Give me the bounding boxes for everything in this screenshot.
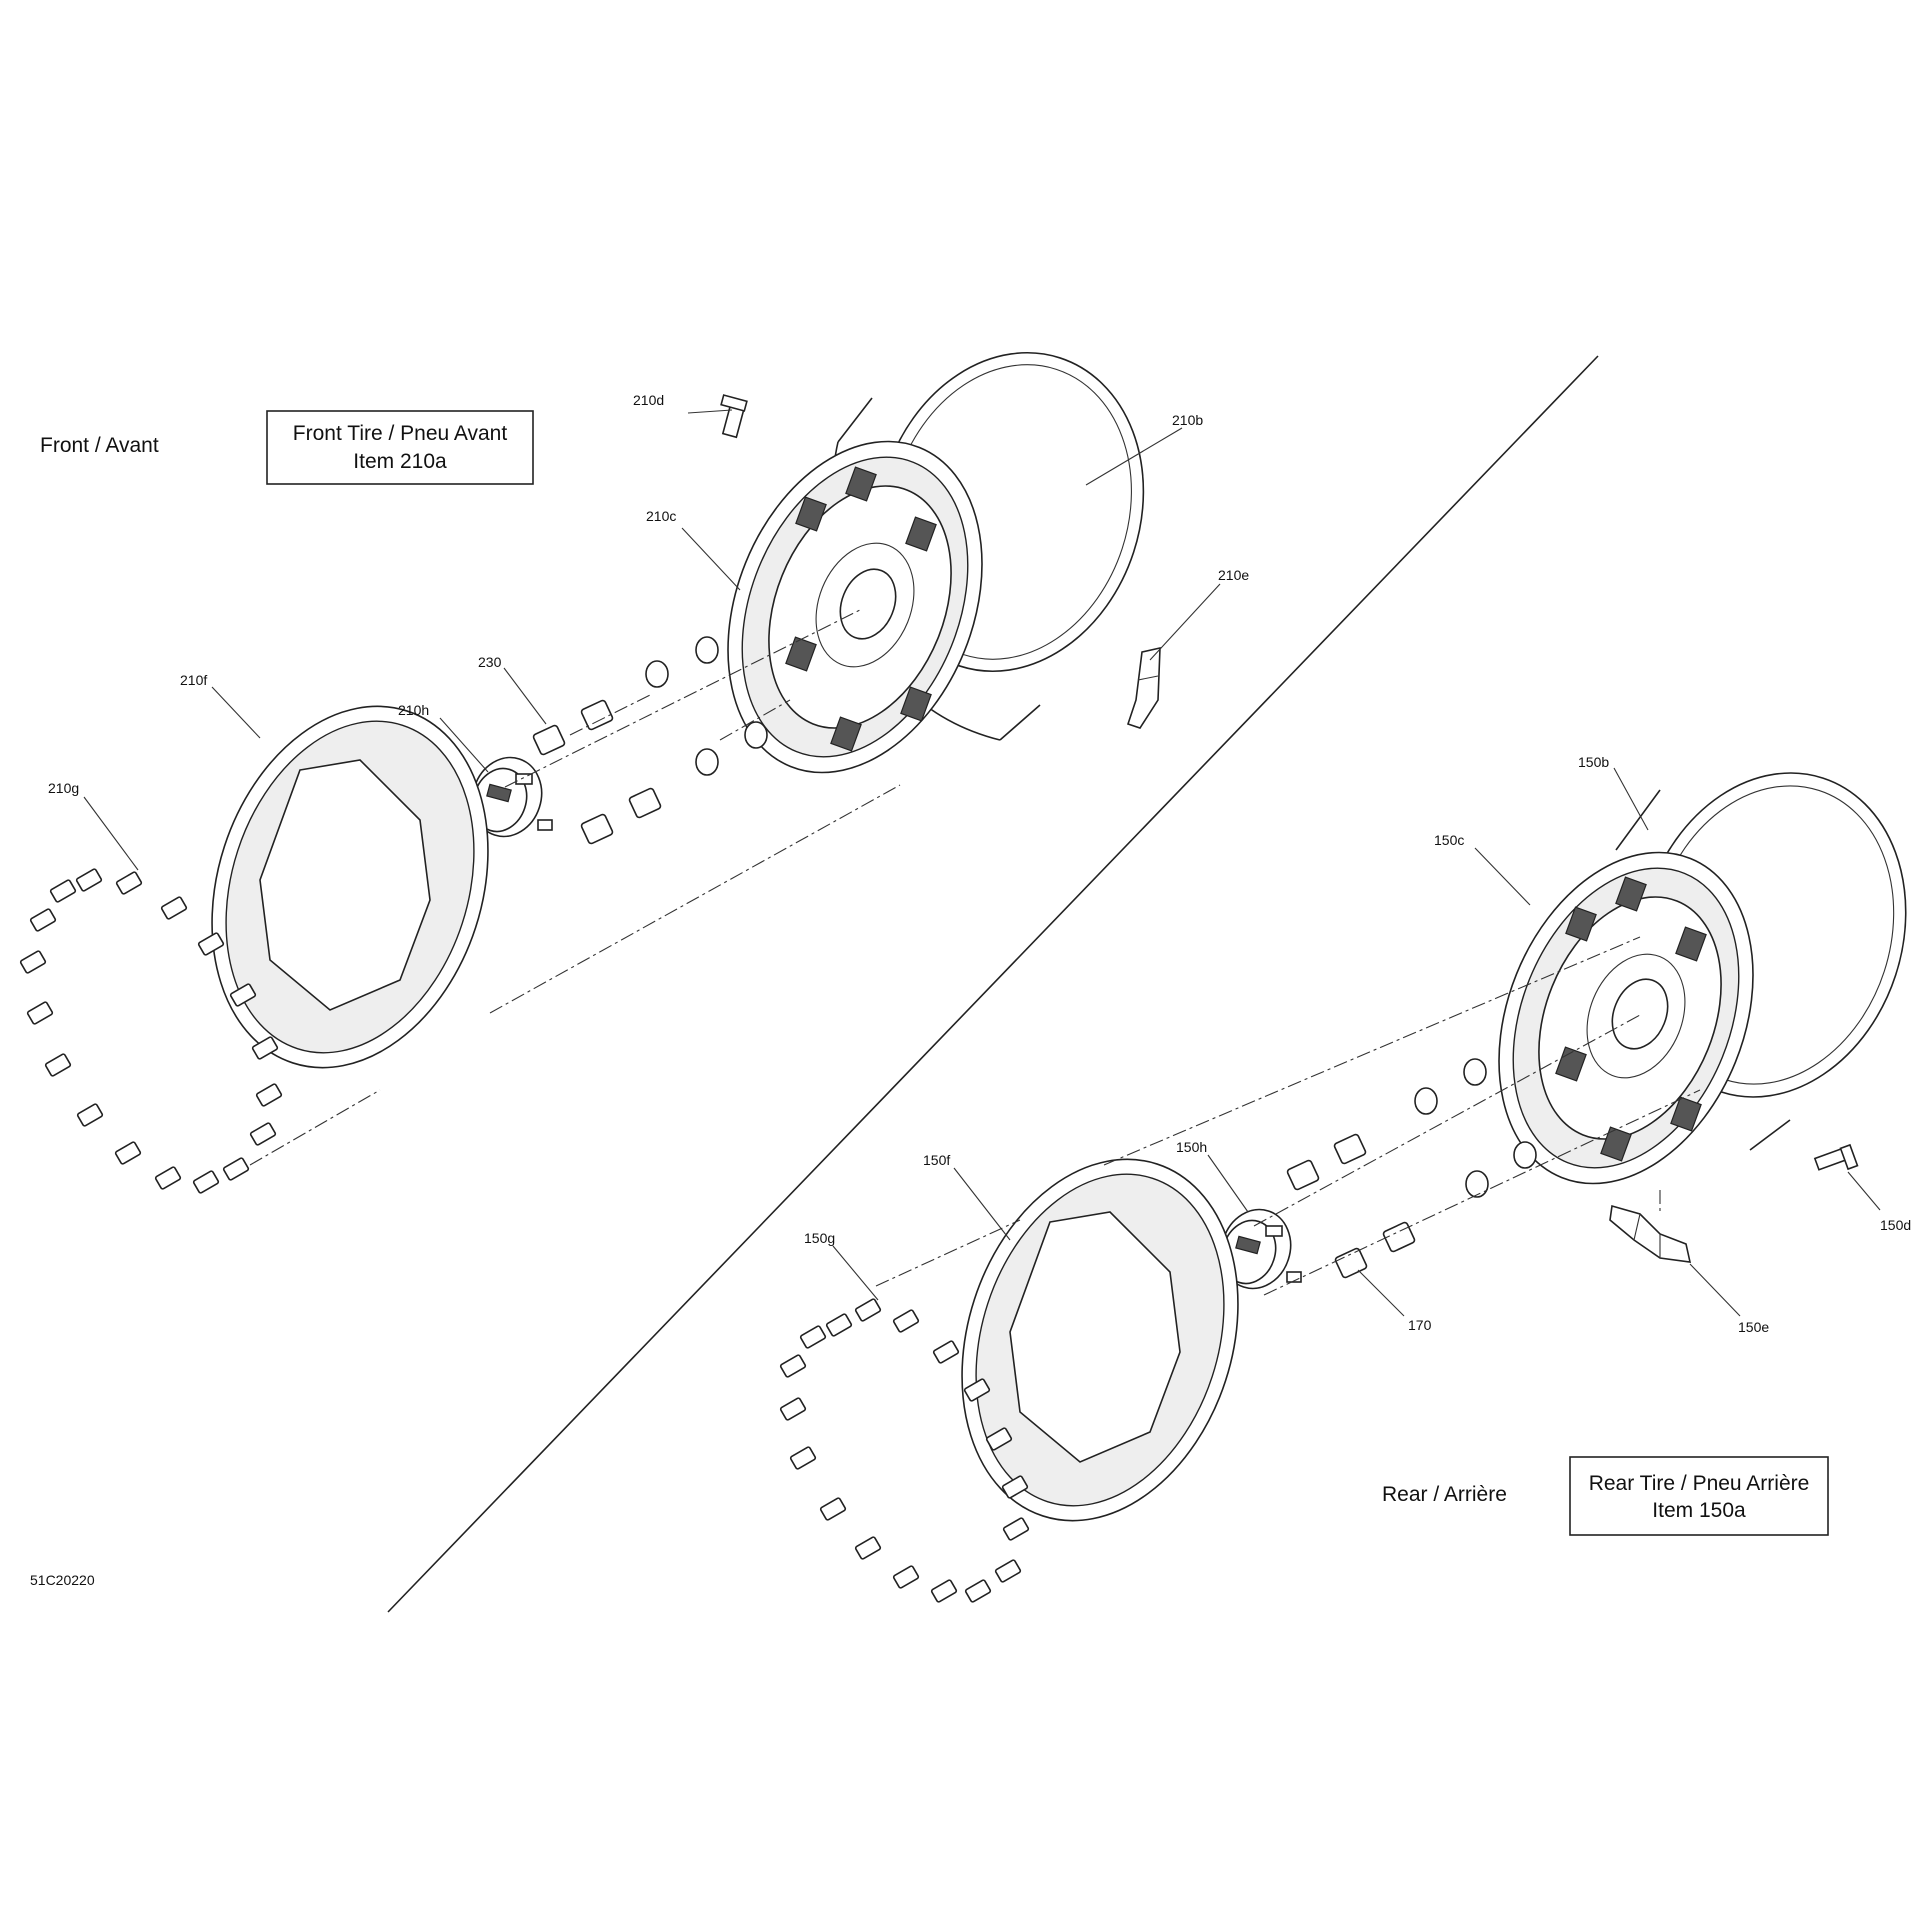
- rear-bolts: [779, 1298, 1030, 1603]
- callout-210h: 210h: [398, 702, 429, 718]
- rear-tire-box-line1: Rear Tire / Pneu Arrière: [1589, 1472, 1810, 1495]
- callout-210e: 210e: [1218, 567, 1249, 583]
- front-beadlock-ring: [211, 705, 489, 1069]
- front-balance-weight: [1126, 646, 1161, 729]
- callout-210g: 210g: [48, 780, 79, 796]
- front-tire-box: Front Tire / Pneu Avant Item 210a: [266, 410, 534, 485]
- callout-150e: 150e: [1738, 1319, 1769, 1335]
- rear-section-label: Rear / Arrière: [1382, 1483, 1507, 1506]
- front-bolts: [19, 868, 283, 1194]
- callout-210d: 210d: [633, 392, 664, 408]
- callout-150h: 150h: [1176, 1139, 1207, 1155]
- callout-210c: 210c: [646, 508, 676, 524]
- rear-tire-box-line2: Item 150a: [1652, 1499, 1746, 1522]
- callout-150g: 150g: [804, 1230, 835, 1246]
- callout-150b: 150b: [1578, 754, 1609, 770]
- rear-valve-stem: [1813, 1143, 1859, 1171]
- callout-170: 170: [1408, 1317, 1432, 1333]
- front-lug-nuts: [532, 636, 768, 845]
- front-wheel-assembly: [19, 351, 1221, 1194]
- front-assembly-lines: [249, 609, 901, 1166]
- rear-center-cap: [1220, 1208, 1302, 1290]
- callout-210f: 210f: [180, 672, 207, 688]
- rear-tire-box: Rear Tire / Pneu Arrière Item 150a: [1569, 1456, 1829, 1536]
- callout-230: 230: [478, 654, 502, 670]
- rear-assembly-lines: [875, 936, 1701, 1296]
- front-section-label: Front / Avant: [40, 434, 159, 457]
- callout-150c: 150c: [1434, 832, 1464, 848]
- rear-wheel-face: [1498, 851, 1754, 1185]
- rear-leaders: [832, 767, 1881, 1317]
- front-tire-box-line2: Item 210a: [353, 450, 447, 473]
- section-divider: [387, 355, 1599, 1613]
- rear-wheel-assembly: [779, 767, 1907, 1603]
- front-wheel-face: [727, 440, 983, 774]
- rear-lug-nuts: [1286, 1058, 1537, 1279]
- front-valve-stem: [720, 394, 748, 439]
- drawing-number: 51C20220: [30, 1572, 95, 1588]
- front-tire-box-line1: Front Tire / Pneu Avant: [293, 422, 508, 445]
- front-leaders: [83, 409, 1221, 871]
- rear-beadlock-ring: [961, 1158, 1239, 1522]
- rear-balance-weight: [1609, 1204, 1692, 1263]
- callout-210b: 210b: [1172, 412, 1203, 428]
- callout-150d: 150d: [1880, 1217, 1911, 1233]
- callout-150f: 150f: [923, 1152, 950, 1168]
